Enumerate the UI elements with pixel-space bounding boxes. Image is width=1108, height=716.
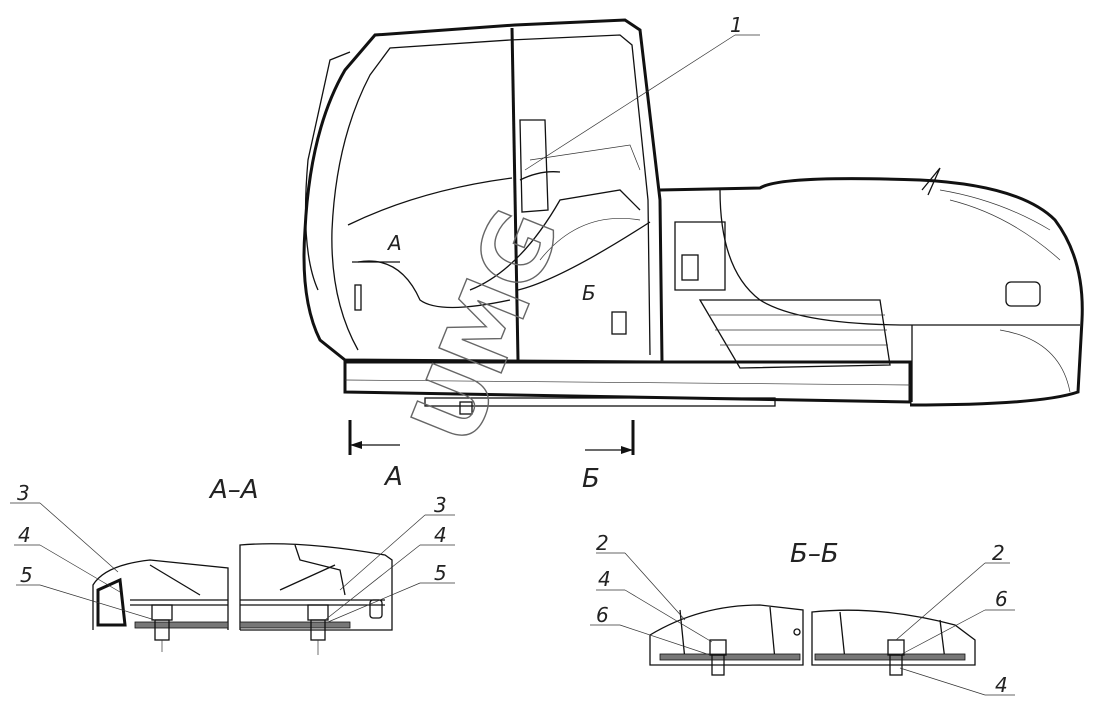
callout-bb-6-left: 6 [596, 603, 609, 627]
callout-aa-5-right: 5 [434, 561, 447, 585]
leader-1 [524, 34, 736, 171]
section-bb-title: Б–Б [790, 539, 839, 569]
section-cut-marks [348, 420, 635, 455]
callout-aa-4-left: 4 [18, 523, 31, 547]
callout-aa-3-right: 3 [434, 493, 447, 517]
section-bb-drawing [649, 604, 976, 676]
callout-bb-2-left: 2 [596, 531, 609, 555]
callout-1: 1 [730, 13, 743, 37]
callout-bb-2-right: 2 [992, 541, 1005, 565]
section-aa-title: А–А [208, 475, 259, 505]
callout-aa-4-right: 4 [434, 523, 447, 547]
watermark: UMG [391, 194, 581, 458]
view-marker-a: А [386, 231, 402, 255]
callout-aa-5-left: 5 [20, 563, 33, 587]
view-marker-b: Б [582, 281, 596, 305]
section-bb-leaders [590, 552, 1015, 696]
section-aa-drawing [92, 543, 393, 655]
cut-label-a: А [383, 462, 403, 492]
section-aa-leaders [10, 502, 455, 623]
callout-bb-4-right: 4 [995, 673, 1008, 697]
callout-bb-6-right: 6 [995, 587, 1008, 611]
cut-label-b: Б [582, 464, 600, 494]
callout-bb-4-left: 4 [598, 567, 611, 591]
callout-aa-3-left: 3 [17, 481, 30, 505]
